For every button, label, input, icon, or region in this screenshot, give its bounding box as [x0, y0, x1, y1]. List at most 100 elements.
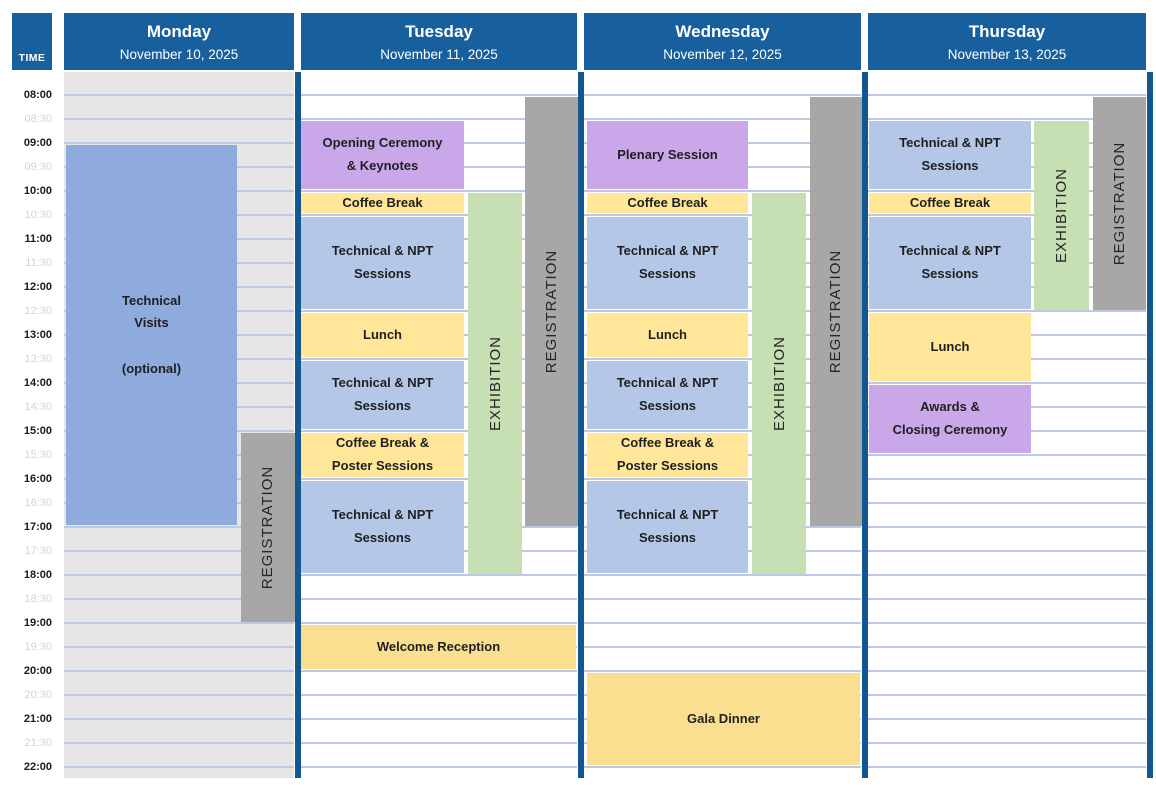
gridline	[584, 214, 861, 216]
gridline	[584, 358, 861, 360]
event-technical-npt-sessions: Technical & NPT Sessions	[587, 481, 748, 573]
time-label: 11:30	[25, 257, 52, 269]
event-coffee-break: Coffee Break	[301, 193, 464, 213]
time-label: 14:00	[23, 377, 52, 389]
event-technical-npt-sessions: Technical & NPT Sessions	[869, 121, 1031, 189]
gridline	[301, 598, 577, 600]
gridline	[868, 382, 1146, 384]
time-label: 12:00	[23, 281, 52, 293]
bar-tuesday-exhibition: EXHIBITION	[468, 193, 522, 574]
gridline	[868, 550, 1146, 552]
time-label: 08:30	[24, 113, 52, 125]
gridline	[64, 622, 294, 624]
time-label: 20:30	[24, 689, 52, 701]
bar-label: REGISTRATION	[827, 249, 845, 374]
gridline	[868, 94, 1146, 96]
bar-label: REGISTRATION	[1111, 141, 1128, 266]
column-separator	[578, 72, 584, 778]
gridline	[64, 118, 294, 120]
time-label: 13:30	[24, 353, 52, 365]
day-name: Thursday	[968, 21, 1046, 41]
gridline	[868, 310, 1146, 312]
event-coffee-break-poster-sessions: Coffee Break & Poster Sessions	[301, 433, 464, 477]
gridline	[64, 646, 294, 648]
time-label: 14:30	[24, 401, 52, 413]
day-date: November 11, 2025	[380, 46, 498, 62]
bar-label: EXHIBITION	[486, 335, 504, 432]
event-welcome-reception: Welcome Reception	[301, 625, 576, 669]
time-label: 21:00	[23, 713, 52, 725]
gridline	[868, 190, 1146, 192]
gridline	[868, 502, 1146, 504]
gridline	[868, 526, 1146, 528]
gridline	[64, 574, 294, 576]
time-label: 09:30	[24, 161, 52, 173]
gridline	[301, 742, 577, 744]
time-label: 15:00	[23, 425, 52, 437]
time-label: 17:30	[24, 545, 52, 557]
gridline	[301, 190, 577, 192]
gridline	[868, 454, 1146, 456]
gridline	[868, 718, 1146, 720]
event-awards-closing-ceremony: Awards & Closing Ceremony	[869, 385, 1031, 453]
gridline	[584, 766, 861, 768]
bar-monday-registration: REGISTRATION	[241, 433, 295, 622]
gridline	[584, 574, 861, 576]
gridline	[868, 214, 1146, 216]
time-label: 10:00	[23, 185, 52, 197]
gridline	[584, 478, 861, 480]
bar-thursday-registration: REGISTRATION	[1093, 97, 1146, 310]
day-date: November 12, 2025	[663, 46, 782, 62]
gridline	[584, 310, 861, 312]
gridline	[301, 718, 577, 720]
gridline	[301, 766, 577, 768]
gridline	[868, 574, 1146, 576]
bar-label: EXHIBITION	[1053, 167, 1071, 264]
event-technical-npt-sessions: Technical & NPT Sessions	[587, 361, 748, 429]
gridline	[301, 310, 577, 312]
time-label: 15:30	[24, 449, 52, 461]
time-label: 10:30	[24, 209, 52, 221]
gridline	[868, 478, 1146, 480]
event-lunch: Lunch	[869, 313, 1031, 381]
time-label: 19:30	[24, 641, 52, 653]
event-coffee-break: Coffee Break	[869, 193, 1031, 213]
time-label: 18:30	[24, 593, 52, 605]
bar-label: EXHIBITION	[770, 335, 788, 432]
gridline	[301, 214, 577, 216]
gridline	[584, 118, 861, 120]
gridline	[301, 622, 577, 624]
gridline	[868, 646, 1146, 648]
gridline	[868, 118, 1146, 120]
gridline	[868, 742, 1146, 744]
event-technical-npt-sessions: Technical & NPT Sessions	[301, 361, 464, 429]
gridline	[868, 598, 1146, 600]
gridline	[64, 694, 294, 696]
time-column-header: TIME	[12, 13, 52, 70]
event-coffee-break: Coffee Break	[587, 193, 748, 213]
event-technical-npt-sessions: Technical & NPT Sessions	[301, 217, 464, 309]
time-label: 20:00	[23, 665, 52, 677]
gridline	[868, 670, 1146, 672]
day-name: Tuesday	[405, 21, 473, 41]
gridline	[584, 94, 861, 96]
bar-label: REGISTRATION	[543, 249, 560, 374]
time-label: 16:00	[23, 473, 52, 485]
gridline	[868, 622, 1146, 624]
time-label: 12:30	[24, 305, 52, 317]
time-label: 19:00	[23, 617, 52, 629]
column-separator	[862, 72, 868, 778]
time-label: 22:00	[23, 761, 52, 773]
day-name: Monday	[146, 21, 212, 41]
gridline	[301, 670, 577, 672]
gridline	[301, 574, 577, 576]
gridline	[584, 190, 861, 192]
event-lunch: Lunch	[587, 313, 748, 357]
gridline	[584, 670, 861, 672]
gridline	[301, 430, 577, 432]
event-technical-npt-sessions: Technical & NPT Sessions	[869, 217, 1031, 309]
gridline	[64, 94, 294, 96]
